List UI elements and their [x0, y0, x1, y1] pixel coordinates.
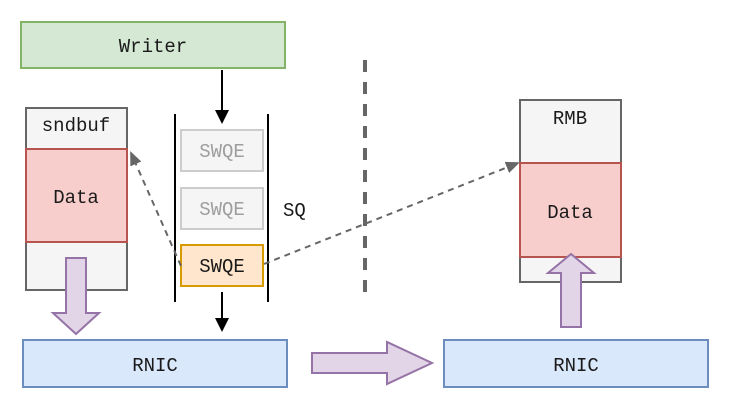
rnic-remote-box: RNIC	[443, 339, 709, 388]
sq-label: SQ	[283, 200, 306, 222]
svg-text:SWQE: SWQE	[199, 199, 245, 221]
swqe-entry-2-active: SWQE	[180, 244, 264, 287]
rmb-data-label: Data	[547, 202, 593, 224]
rnic-to-rmb-flow-arrow	[545, 252, 597, 328]
sndbuf-data-label: Data	[53, 187, 99, 209]
rnic-to-rnic-flow-arrow	[311, 340, 435, 386]
rmb-box: RMB Data	[519, 99, 622, 283]
rmb-label: RMB	[553, 108, 587, 130]
svg-text:SWQE: SWQE	[199, 141, 245, 163]
rnic-local-label: RNIC	[132, 355, 178, 377]
swqe-to-rmb-pointer	[263, 161, 520, 265]
svg-text:SWQE: SWQE	[199, 256, 245, 278]
sndbuf-data-region	[25, 148, 128, 243]
rnic-remote-label: RNIC	[553, 355, 599, 377]
writer-box: Writer	[20, 21, 286, 69]
swqe-to-sndbuf-pointer	[130, 151, 182, 267]
sndbuf-label: sndbuf	[42, 115, 110, 137]
swqe-entry-0: SWQE	[180, 129, 264, 172]
swqe-entry-1: SWQE	[180, 187, 264, 230]
sndbuf-box: sndbuf Data	[25, 107, 128, 291]
rnic-local-box: RNIC	[22, 339, 288, 388]
sndbuf-to-rnic-flow-arrow	[50, 257, 102, 336]
sq-to-rnic-arrowhead	[215, 318, 229, 332]
writer-to-sq-arrowhead	[215, 110, 229, 124]
writer-label: Writer	[119, 36, 187, 58]
